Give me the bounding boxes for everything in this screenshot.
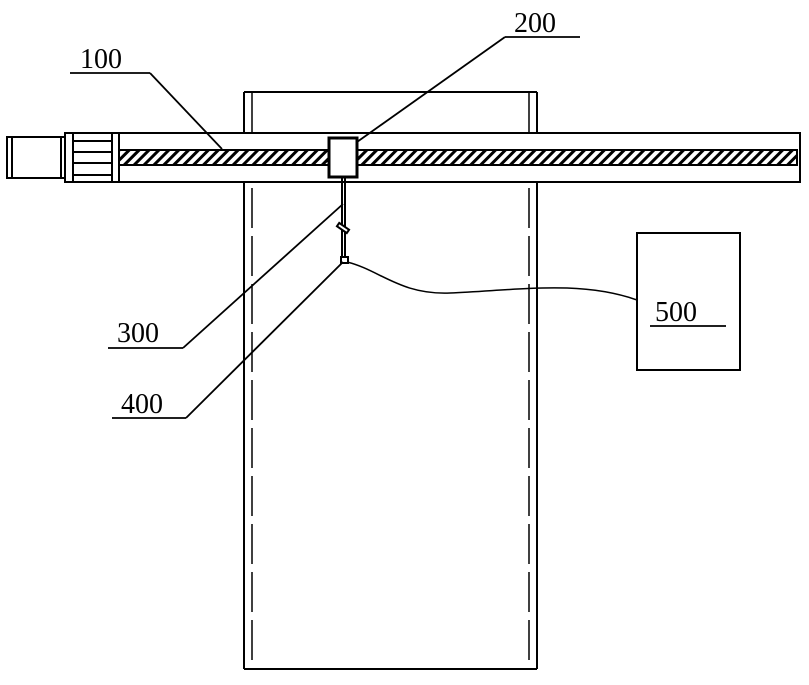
cable [347, 262, 637, 300]
label-500: 500 [655, 297, 697, 328]
leader-lines [70, 37, 726, 418]
label-400: 400 [121, 389, 163, 420]
label-300: 300 [117, 318, 159, 349]
slider [329, 138, 357, 177]
label-100: 100 [80, 44, 122, 75]
hanger [337, 177, 349, 263]
motor [7, 137, 65, 178]
label-200: 200 [514, 8, 556, 39]
rail [65, 133, 800, 182]
